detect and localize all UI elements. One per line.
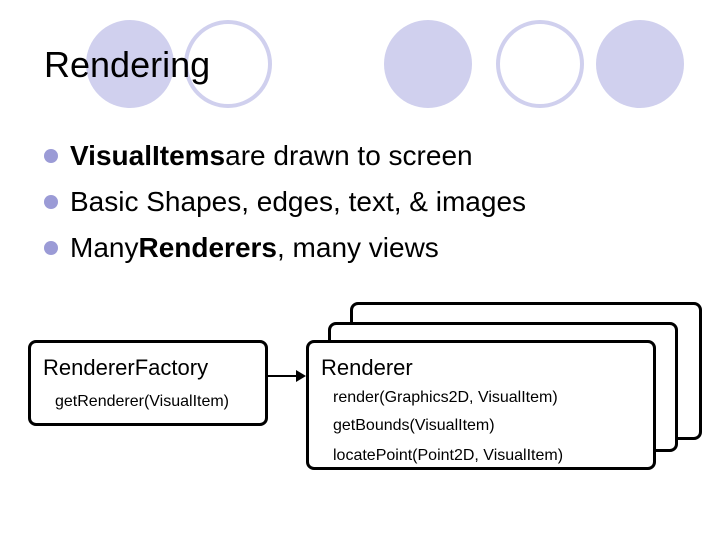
decor-circle-1 [86,20,174,108]
renderer-method: render(Graphics2D, VisualItem) [333,389,558,406]
renderer-factory-method: getRenderer(VisualItem) [55,393,230,410]
bullet-text: Basic Shapes, edges, text, & images [70,186,527,217]
bullet-item: Basic Shapes, edges, text, & images [44,179,526,225]
renderer-factory-box: RendererFactory getRenderer(VisualItem) [28,340,268,426]
decor-circle-3 [384,20,472,108]
arrow-icon [268,370,306,382]
bullet-list: VisualItems are drawn to screen Basic Sh… [44,133,526,271]
bullet-text-bold: Renderers [138,232,277,263]
renderer-method: getBounds(VisualItem) [333,417,495,434]
decor-circle-5 [596,20,684,108]
bullet-item: VisualItems are drawn to screen [44,133,526,179]
renderer-factory-title: RendererFactory [43,355,209,380]
bullet-text: , many views [276,232,439,263]
bullet-dot-icon [44,149,58,163]
decor-circle-4 [496,20,584,108]
bullet-text-bold: VisualItems [70,140,226,171]
bullet-item: Many Renderers, many views [44,225,526,271]
renderer-box-front: Renderer render(Graphics2D, VisualItem) … [306,340,656,470]
bullet-dot-icon [44,195,58,209]
bullet-text: are drawn to screen [225,140,473,171]
renderer-method: locatePoint(Point2D, VisualItem) [333,447,564,464]
bullet-text: Many [70,232,139,263]
renderer-title: Renderer [321,355,413,380]
decor-circle-2 [184,20,272,108]
bullet-dot-icon [44,241,58,255]
slide-title: Rendering [44,44,211,85]
